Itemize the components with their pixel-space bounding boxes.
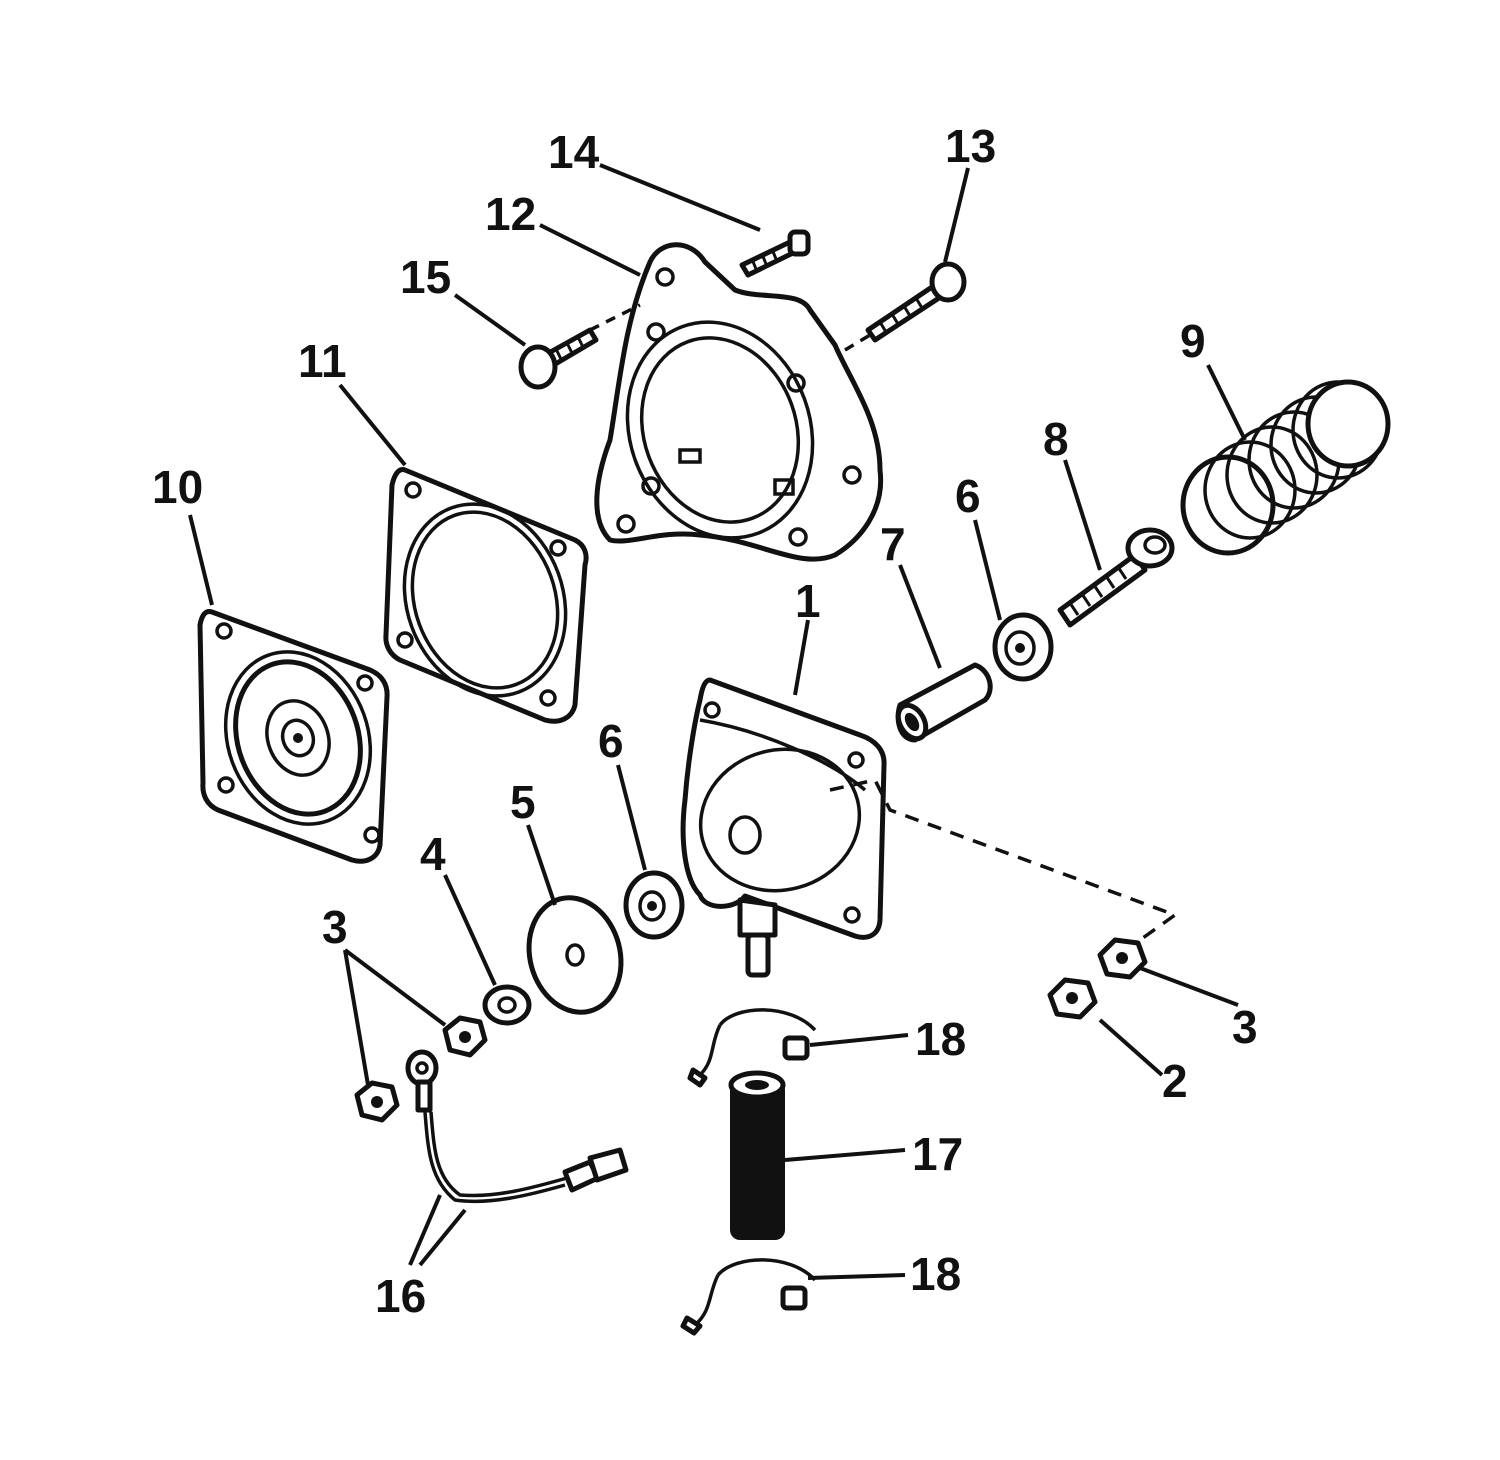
callout-2: 2 (1162, 1055, 1188, 1107)
part-16-ground-wire (405, 1049, 629, 1204)
callout-labels: 14 13 12 15 11 10 9 8 6 7 1 6 5 4 3 3 2 … (152, 120, 1258, 1322)
part-7-sleeve (895, 662, 993, 743)
part-17-hose (728, 1070, 786, 1240)
part-6-lower-bushing (623, 870, 685, 940)
part-3-nut-right (1097, 937, 1148, 980)
callout-15: 15 (400, 251, 451, 303)
part-3-nut-left-lower (354, 1080, 400, 1123)
callout-6-lower: 6 (598, 715, 624, 767)
part-1-pump-body (680, 677, 887, 978)
callout-10: 10 (152, 461, 203, 513)
part-11-gasket (383, 467, 589, 724)
callout-4: 4 (420, 828, 446, 880)
part-2-nut (1047, 977, 1098, 1020)
part-13-screw (865, 261, 967, 343)
part-10-diaphragm (197, 609, 390, 864)
callout-16: 16 (375, 1270, 426, 1322)
assembly-dashed-line-upper (589, 303, 641, 332)
part-5-washer (526, 895, 624, 1015)
callout-7: 7 (880, 518, 906, 570)
part-18-upper-clamp (687, 1008, 817, 1088)
part-3-nut-left-upper (442, 1015, 488, 1058)
leader-lines (188, 163, 1247, 1280)
part-6-upper-bushing (992, 612, 1054, 682)
callout-3-left: 3 (322, 901, 348, 953)
callout-8: 8 (1043, 413, 1069, 465)
callout-18-lower: 18 (910, 1248, 961, 1300)
callout-6-upper: 6 (955, 470, 981, 522)
callout-5: 5 (510, 776, 536, 828)
callout-14: 14 (548, 126, 600, 178)
callout-17: 17 (912, 1128, 963, 1180)
part-8-bolt (1057, 527, 1175, 628)
part-14-screw (739, 229, 811, 278)
part-15-screw (518, 327, 599, 390)
callout-11: 11 (298, 335, 347, 387)
part-4-washer (482, 984, 532, 1026)
callout-13: 13 (945, 120, 996, 172)
assembly-dashed-line (829, 777, 1179, 942)
assembly-dashed-line-screw (844, 333, 871, 352)
callout-18-upper: 18 (915, 1013, 966, 1065)
part-12-cover-plate (594, 242, 884, 562)
part-9-spring (1180, 379, 1391, 556)
part-18-lower-clamp (680, 1258, 817, 1336)
callout-9: 9 (1180, 315, 1206, 367)
callout-1: 1 (795, 575, 821, 627)
callout-12: 12 (485, 188, 536, 240)
callout-3-right: 3 (1232, 1001, 1258, 1053)
